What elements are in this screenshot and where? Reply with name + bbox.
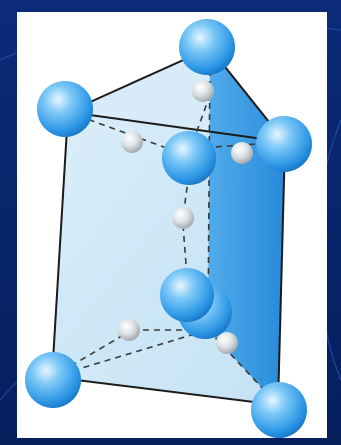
- large-atom: [162, 131, 216, 185]
- small-atom: [231, 142, 253, 164]
- large-atoms: [25, 19, 312, 438]
- large-atom: [37, 81, 93, 137]
- small-atom: [172, 207, 194, 229]
- large-atom: [160, 268, 214, 322]
- large-atom: [179, 19, 235, 75]
- small-atom: [192, 80, 214, 102]
- prism: [51, 47, 286, 406]
- large-atom: [256, 116, 312, 172]
- small-atoms: [118, 80, 253, 354]
- large-atom: [25, 352, 81, 408]
- small-atom: [121, 131, 143, 153]
- large-atom: [251, 382, 307, 438]
- small-atom: [118, 319, 140, 341]
- small-atom: [216, 332, 238, 354]
